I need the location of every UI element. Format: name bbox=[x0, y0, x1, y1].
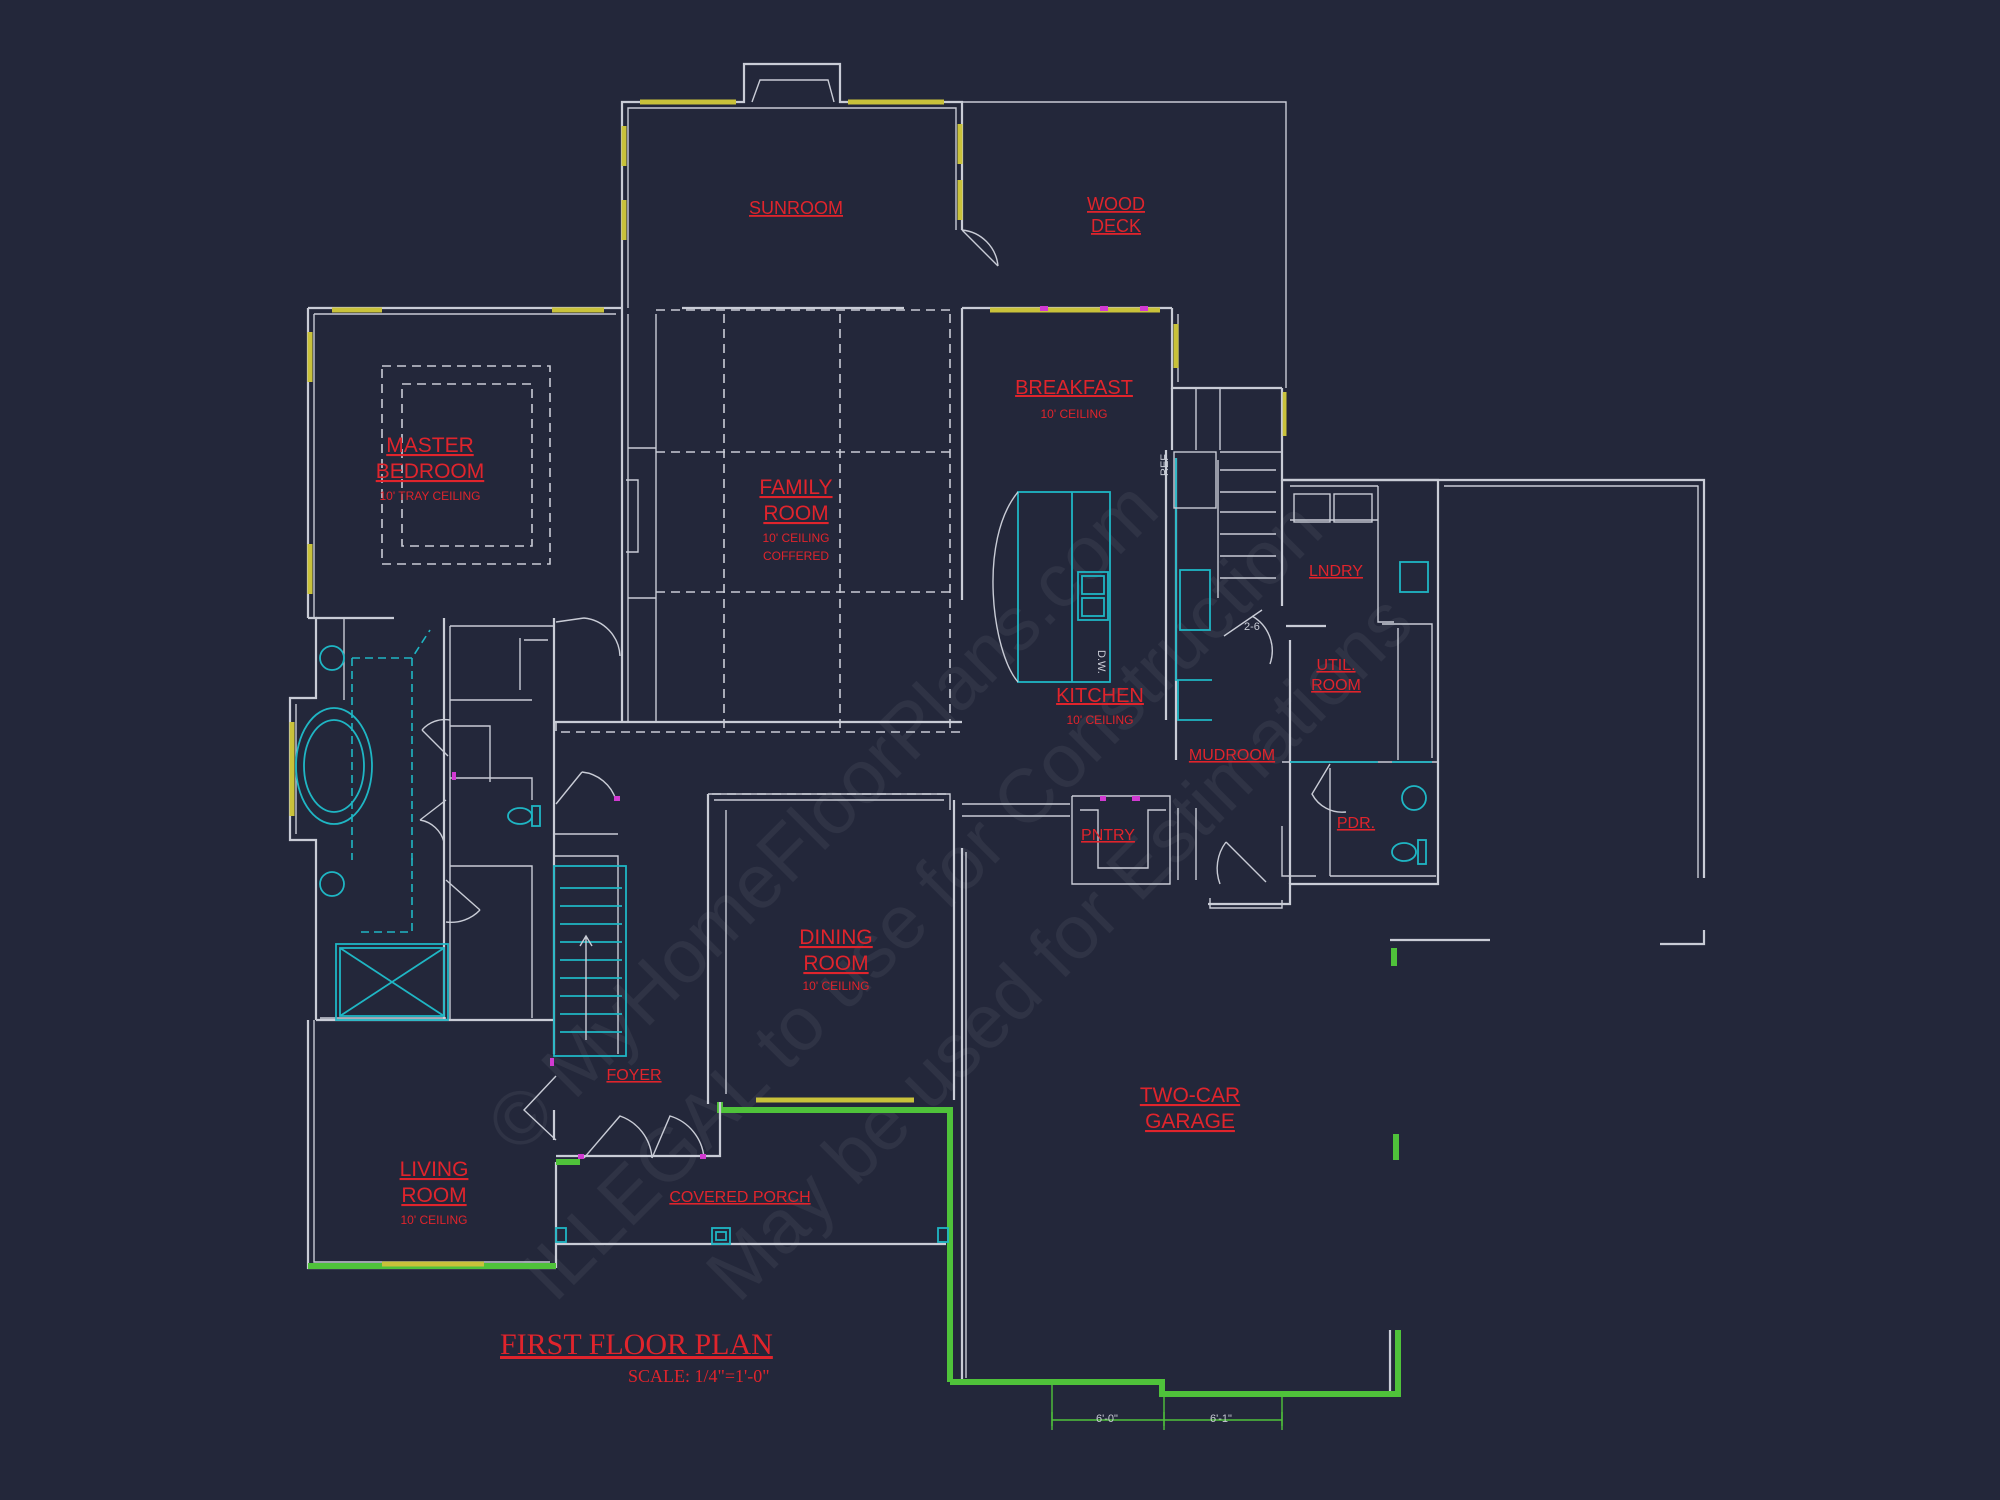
plan-title: FIRST FLOOR PLAN bbox=[500, 1328, 773, 1361]
watermark: © MyHomeFloorPlans.com ILLEGAL to use fo… bbox=[471, 465, 1428, 1317]
plan-scale: SCALE: 1/4"=1'-0" bbox=[628, 1366, 770, 1386]
family-room-note-2: COFFERED bbox=[763, 549, 829, 563]
ref-label: REF bbox=[1159, 454, 1171, 476]
util-room-label-1: UTIL. bbox=[1316, 657, 1355, 674]
master-bedroom-label-1: MASTER bbox=[386, 434, 474, 457]
door-markers bbox=[452, 306, 1148, 1159]
kitchen-label: KITCHEN bbox=[1056, 685, 1144, 707]
family-room-label-2: ROOM bbox=[763, 502, 828, 525]
dimension-2: 6'-1" bbox=[1210, 1413, 1232, 1425]
util-room-label-2: ROOM bbox=[1311, 677, 1361, 694]
dining-room-label-2: ROOM bbox=[803, 952, 868, 975]
garage-label-1: TWO-CAR bbox=[1140, 1084, 1240, 1107]
garage-label-2: GARAGE bbox=[1145, 1110, 1235, 1133]
room-labels: SUNROOM WOOD DECK BREAKFAST 10' CEILING … bbox=[376, 194, 1375, 1227]
dimension-1: 6'-0" bbox=[1096, 1413, 1118, 1425]
pantry-label: PNTRY bbox=[1081, 827, 1135, 844]
kitchen-note: 10' CEILING bbox=[1067, 713, 1134, 727]
stair-note: 2-6 bbox=[1244, 621, 1260, 633]
doors bbox=[419, 229, 1347, 1159]
living-room-note: 10' CEILING bbox=[401, 1213, 468, 1227]
wood-deck-label-2: DECK bbox=[1091, 216, 1141, 236]
family-room-label-1: FAMILY bbox=[759, 476, 832, 499]
laundry-label: LNDRY bbox=[1309, 563, 1363, 580]
wood-deck-label-1: WOOD bbox=[1087, 194, 1145, 214]
covered-porch-label: COVERED PORCH bbox=[669, 1189, 810, 1206]
dining-room-note: 10' CEILING bbox=[803, 979, 870, 993]
living-room-label-2: ROOM bbox=[401, 1184, 466, 1207]
powder-label: PDR. bbox=[1337, 815, 1375, 832]
living-room-label-1: LIVING bbox=[400, 1158, 469, 1181]
windows bbox=[289, 99, 1287, 1267]
fixtures bbox=[295, 451, 1432, 1057]
watermark-line2: ILLEGAL to use for Construction bbox=[506, 485, 1338, 1317]
master-bedroom-note: 10' TRAY CEILING bbox=[380, 489, 481, 503]
mudroom-label: MUDROOM bbox=[1189, 747, 1275, 764]
foyer-label: FOYER bbox=[606, 1067, 661, 1084]
master-bedroom-label-2: BEDROOM bbox=[376, 460, 485, 483]
breakfast-label: BREAKFAST bbox=[1015, 377, 1133, 399]
dishwasher-label: D.W. bbox=[1095, 650, 1107, 674]
porch-columns bbox=[555, 1227, 949, 1245]
ceiling-dashes bbox=[381, 309, 962, 795]
family-room-note-1: 10' CEILING bbox=[763, 531, 830, 545]
dining-room-label-1: DINING bbox=[799, 926, 873, 949]
dimension-lines: 6'-0" 6'-1" bbox=[1051, 1382, 1283, 1430]
breakfast-note: 10' CEILING bbox=[1041, 407, 1108, 421]
sunroom-label: SUNROOM bbox=[749, 198, 843, 218]
